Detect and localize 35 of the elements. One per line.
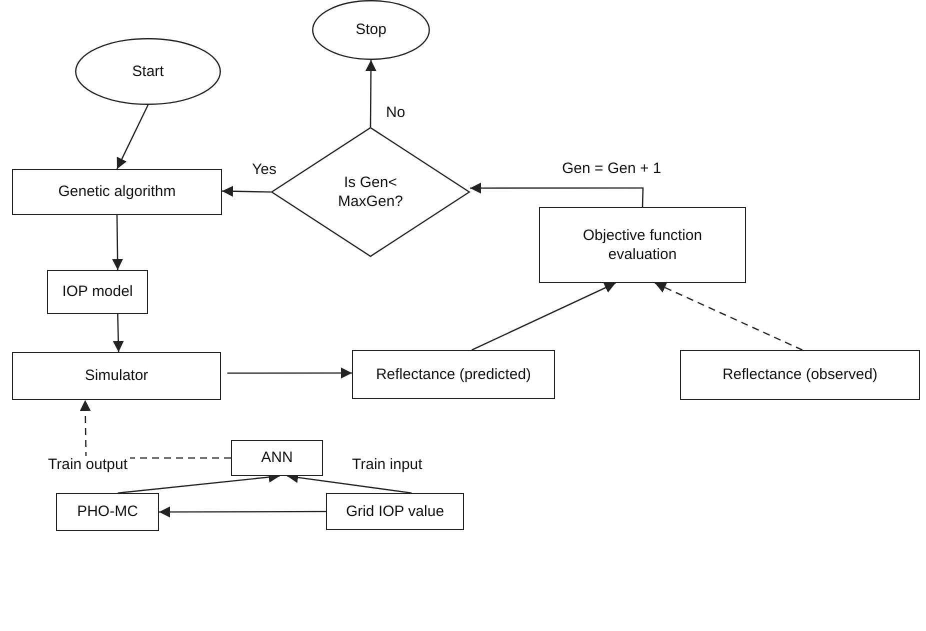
process-box: [231, 440, 323, 476]
process-box: [352, 350, 555, 399]
node-label: PHO-MC: [77, 502, 138, 522]
process-box: [47, 270, 148, 314]
node-label: Reflectance (predicted): [376, 364, 532, 384]
arrow: [116, 104, 149, 170]
edge-label: Train output: [46, 456, 130, 474]
node-label: Simulator: [84, 366, 148, 386]
node-label: Start: [132, 62, 164, 82]
process-box: [56, 493, 159, 531]
node-label: Reflectance (observed): [722, 365, 878, 385]
node-label: ANN: [261, 448, 293, 468]
node-label: Grid IOP value: [346, 502, 444, 522]
start-terminal: [75, 38, 221, 105]
node-label: Stop: [356, 20, 386, 40]
process-box: [680, 350, 920, 400]
arrow: [112, 314, 124, 352]
node-label: IOP model: [62, 282, 133, 302]
process-box: [12, 169, 222, 215]
process-box: [12, 352, 221, 400]
process-box: [326, 493, 464, 530]
node-label: Is Gen< MaxGen?: [336, 172, 404, 212]
arrow: [654, 282, 803, 351]
node-label: Genetic algorithm: [58, 182, 176, 202]
node-label: Objective function evaluation: [582, 226, 704, 264]
arrow: [470, 182, 644, 208]
arrow: [112, 215, 124, 270]
process-box: [539, 207, 746, 283]
arrow: [227, 368, 352, 379]
arrow: [472, 282, 616, 351]
arrow: [159, 506, 326, 518]
stop-terminal: [312, 0, 430, 60]
arrow: [222, 186, 272, 197]
arrow: [365, 60, 376, 127]
edge-label: Train input: [350, 456, 424, 474]
